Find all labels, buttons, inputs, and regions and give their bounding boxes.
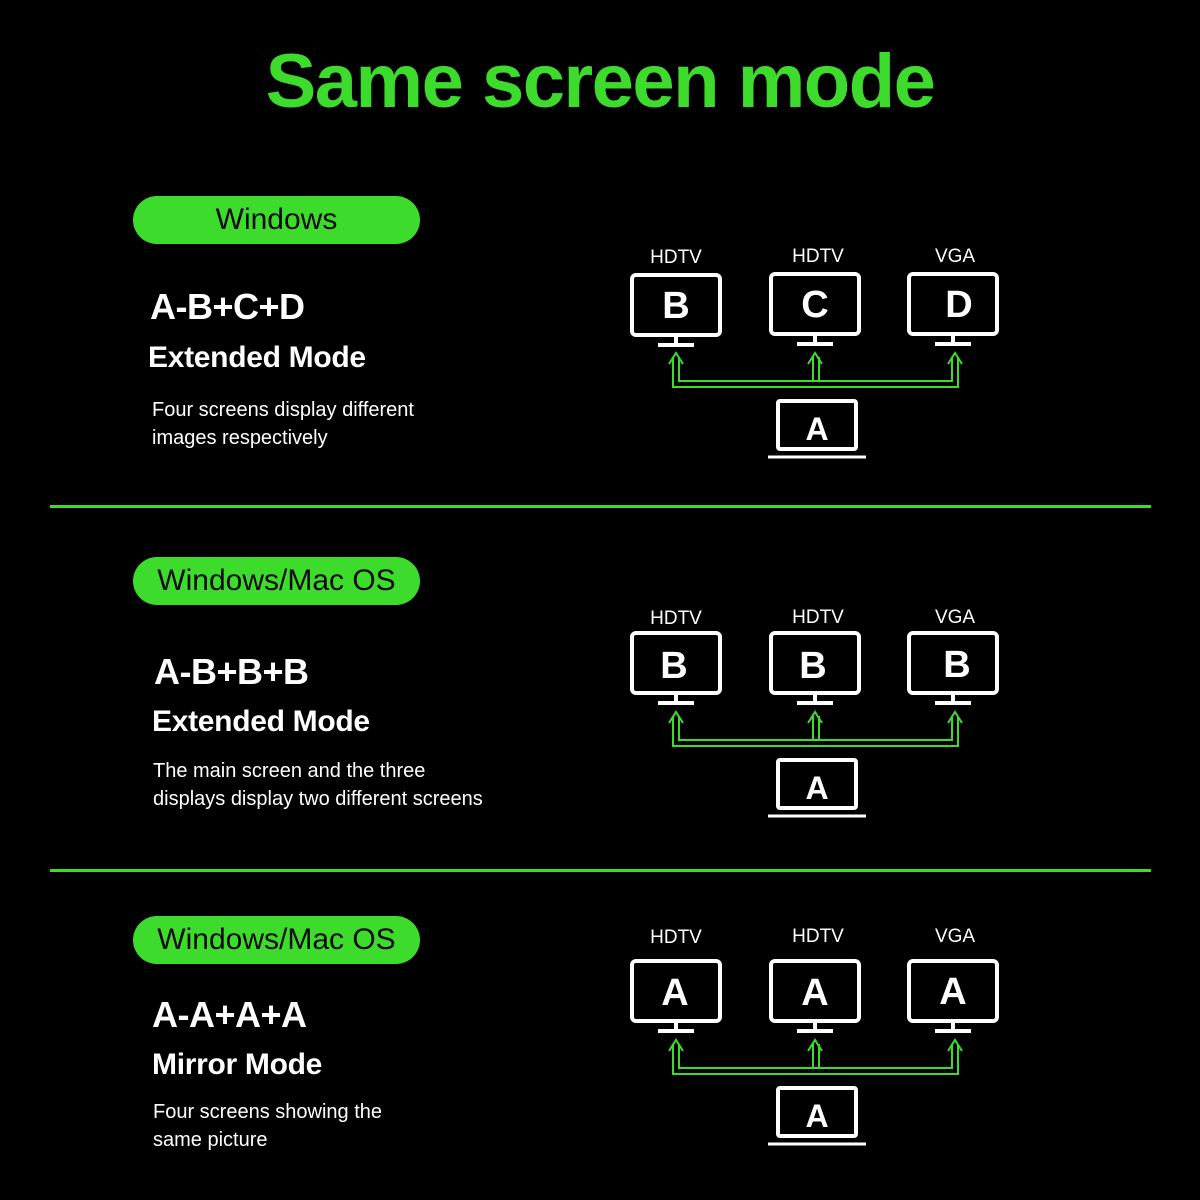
monitor-1: HDTV B bbox=[630, 247, 722, 347]
laptop-icon bbox=[776, 758, 858, 810]
connection-arrows bbox=[668, 710, 963, 747]
page-title: Same screen mode bbox=[265, 39, 936, 124]
monitor-label: HDTV bbox=[792, 246, 844, 267]
monitor-1: HDTV B bbox=[630, 608, 722, 705]
os-badge: Windows/Mac OS bbox=[133, 916, 420, 964]
connection-formula: A-A+A+A bbox=[152, 994, 307, 1035]
monitor-label: HDTV bbox=[792, 607, 844, 628]
description-line: Four screens display different bbox=[152, 399, 414, 421]
description-line: displays display two different screens bbox=[153, 788, 483, 810]
monitor-2: HDTV B bbox=[769, 607, 861, 705]
connection-arrows bbox=[668, 351, 963, 388]
monitor-letter: D bbox=[945, 284, 972, 326]
laptop-letter: A bbox=[805, 411, 828, 447]
os-badge: Windows bbox=[133, 196, 420, 244]
monitor-letter: C bbox=[801, 284, 828, 326]
monitor-2: HDTV C bbox=[769, 246, 861, 346]
monitor-label: HDTV bbox=[650, 247, 702, 268]
mode-name: Extended Mode bbox=[148, 341, 366, 374]
section-divider bbox=[50, 505, 1151, 508]
mode-name: Mirror Mode bbox=[152, 1048, 323, 1081]
mode-name: Extended Mode bbox=[152, 705, 370, 738]
monitor-3: VGA B bbox=[907, 607, 999, 705]
connection-formula: A-B+C+D bbox=[150, 286, 305, 327]
laptop: A bbox=[768, 758, 866, 818]
laptop-letter: A bbox=[805, 770, 828, 806]
laptop-letter: A bbox=[805, 1098, 828, 1134]
laptop: A bbox=[768, 1086, 866, 1146]
monitor-1: HDTV A bbox=[630, 927, 722, 1033]
monitor-label: VGA bbox=[935, 926, 975, 947]
monitor-letter: B bbox=[943, 644, 970, 686]
section-divider bbox=[50, 869, 1151, 872]
monitor-letter: A bbox=[801, 972, 828, 1014]
monitor-letter: B bbox=[660, 645, 687, 687]
description-line: same picture bbox=[153, 1129, 268, 1151]
description-line: The main screen and the three bbox=[153, 760, 426, 782]
mode-description: Four screens display different images re… bbox=[152, 396, 552, 452]
laptop: A bbox=[768, 399, 866, 459]
monitor-2: HDTV A bbox=[769, 926, 861, 1033]
monitor-3: VGA A bbox=[907, 926, 999, 1033]
mode-section-2: Windows/Mac OS A-B+B+B Extended Mode The… bbox=[0, 557, 1200, 837]
description-line: images respectively bbox=[152, 427, 328, 449]
mode-description: The main screen and the three displays d… bbox=[153, 757, 553, 813]
laptop-icon bbox=[776, 1086, 858, 1138]
monitor-letter: A bbox=[661, 972, 688, 1014]
mode-description: Four screens showing the same picture bbox=[153, 1098, 553, 1154]
connection-diagram: HDTV B HDTV C VGA D bbox=[630, 246, 999, 459]
laptop-icon bbox=[776, 399, 858, 451]
monitor-letter: B bbox=[662, 285, 689, 327]
mode-section-1: Windows A-B+C+D Extended Mode Four scree… bbox=[0, 196, 1200, 476]
monitor-letter: B bbox=[799, 645, 826, 687]
connection-arrows bbox=[668, 1038, 963, 1075]
connection-diagram: HDTV B HDTV B VGA B bbox=[630, 607, 999, 818]
monitor-label: HDTV bbox=[650, 927, 702, 948]
connection-formula: A-B+B+B bbox=[154, 651, 309, 692]
mode-section-3: Windows/Mac OS A-A+A+A Mirror Mode Four … bbox=[0, 916, 1200, 1196]
os-badge: Windows/Mac OS bbox=[133, 557, 420, 605]
monitor-label: HDTV bbox=[792, 926, 844, 947]
monitor-label: HDTV bbox=[650, 608, 702, 629]
monitor-3: VGA D bbox=[907, 246, 999, 346]
monitor-label: VGA bbox=[935, 607, 975, 628]
description-line: Four screens showing the bbox=[153, 1101, 383, 1123]
connection-diagram: HDTV A HDTV A VGA A bbox=[630, 926, 999, 1146]
monitor-letter: A bbox=[939, 971, 966, 1013]
monitor-label: VGA bbox=[935, 246, 975, 267]
